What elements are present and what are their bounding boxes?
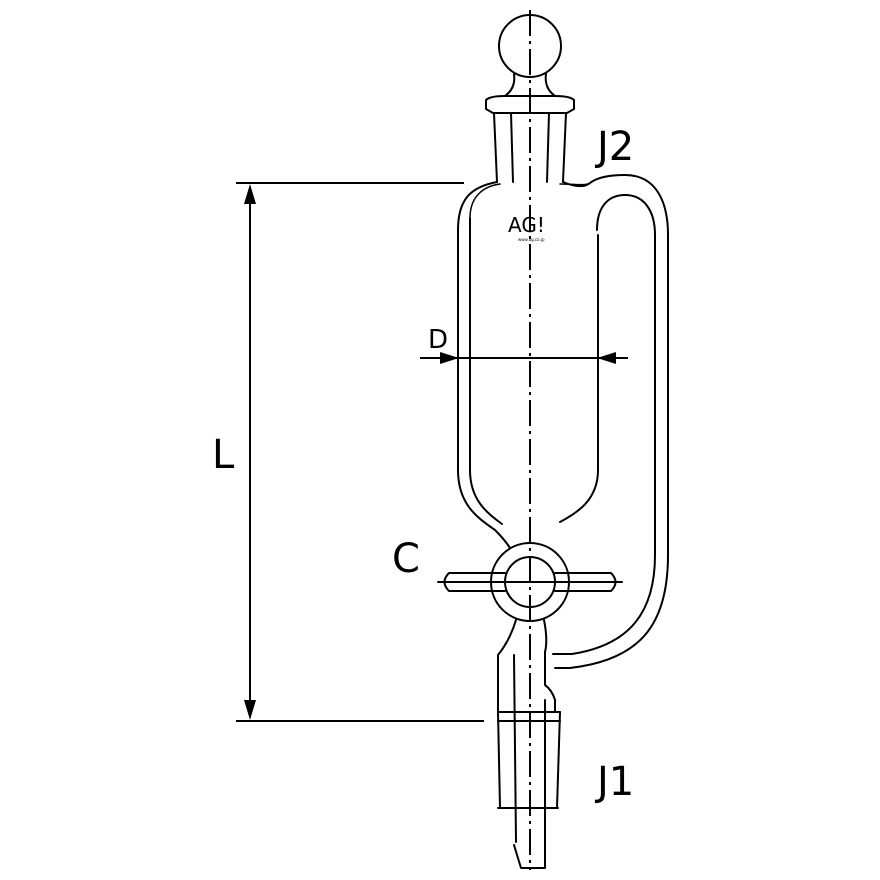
funnel-body-inner [469, 194, 656, 655]
dim-d-arrow-left [440, 352, 459, 364]
joint-j1-cone [497, 711, 561, 809]
body-shoulder [469, 182, 591, 219]
dim-d-label: D [428, 325, 448, 355]
dimension-diameter: D [420, 325, 628, 364]
dimension-length: L [212, 182, 484, 722]
stopper-collar [485, 95, 575, 114]
maker-logo-url: www.ag.co.jp [518, 237, 545, 242]
stem-upper [497, 619, 556, 713]
stopcock-label: C [392, 536, 420, 582]
dim-l-label: L [212, 432, 235, 478]
dim-l-arrow-bottom [244, 700, 256, 720]
stopper-plug [493, 112, 567, 183]
dim-d-arrow-right [597, 352, 616, 364]
joint-j1-label: J1 [594, 759, 634, 805]
funnel-body-outer [457, 174, 669, 669]
stopper-neck [504, 73, 556, 97]
joint-j2-label: J2 [594, 124, 634, 170]
maker-logo: AG! [508, 213, 545, 237]
drip-tip [513, 654, 546, 869]
dim-l-arrow-top [244, 184, 256, 204]
